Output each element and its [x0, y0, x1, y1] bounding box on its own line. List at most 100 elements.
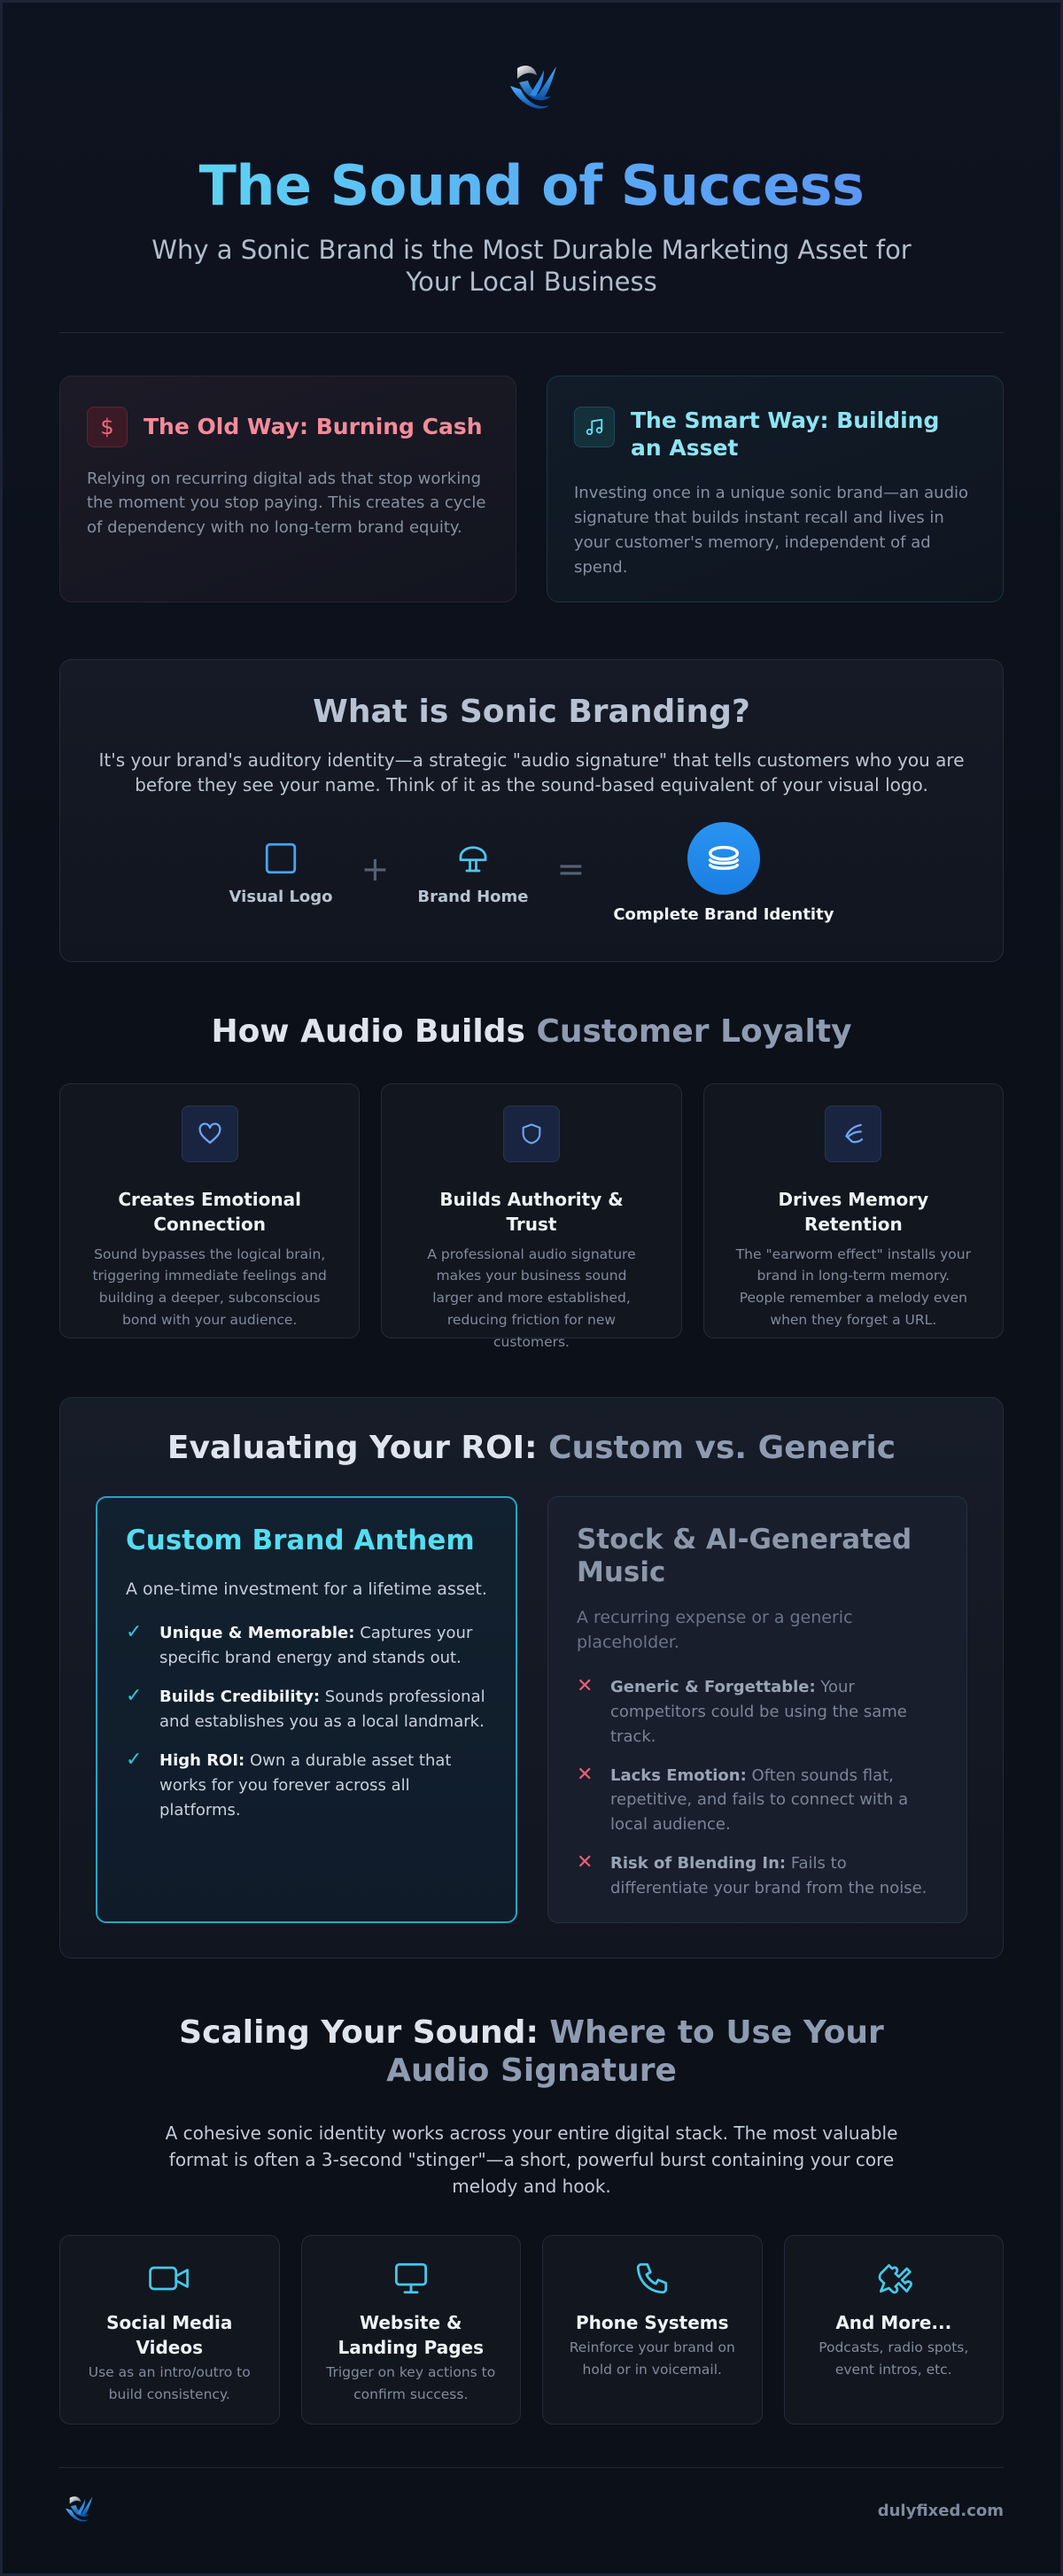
loyalty-title-part-a: How Audio Builds — [211, 1013, 525, 1050]
custom-anthem-card: Custom Brand Anthem A one-time investmen… — [96, 1495, 517, 1923]
equals-sign: = — [556, 850, 586, 888]
footer: dulyfixed.com — [59, 2493, 1004, 2530]
benefit-text: Own a durable asset that works for you f… — [159, 1750, 452, 1819]
roi-title: Evaluating Your ROI: Custom vs. Generic — [96, 1430, 967, 1466]
custom-anthem-title: Custom Brand Anthem — [126, 1524, 475, 1556]
brand-home-icon — [459, 845, 487, 872]
complete-brand-label: Complete Brand Identity — [613, 904, 834, 924]
square-icon — [265, 842, 297, 873]
scaling-title-part-b: Where to Use Your Audio Signature — [386, 2013, 884, 2089]
header-divider — [59, 331, 1004, 333]
benefit-label: High ROI: — [159, 1750, 245, 1770]
use-case-text: Reinforce your brand on hold or in voice… — [569, 2339, 735, 2378]
shield-icon — [502, 1105, 560, 1162]
header-logo — [59, 3, 1004, 123]
use-case-title: Social Media Videos — [106, 2311, 233, 2358]
list-item: ✕ Generic & Forgettable: Your competitor… — [577, 1675, 938, 1750]
loyalty-title-part-b: Customer Loyalty — [536, 1013, 852, 1050]
drawback-label: Lacks Emotion: — [610, 1765, 747, 1785]
use-case-text: Podcasts, radio spots, event intros, etc… — [819, 2339, 969, 2378]
check-icon: ✓ — [126, 1621, 143, 1644]
stock-drawbacks-list: ✕ Generic & Forgettable: Your competitor… — [577, 1675, 938, 1901]
check-icon: ✓ — [126, 1684, 143, 1707]
sonic-branding-title: What is Sonic Branding? — [313, 693, 750, 730]
list-item: ✓ Unique & Memorable: Captures your spec… — [126, 1621, 487, 1671]
custom-benefits-list: ✓ Unique & Memorable: Captures your spec… — [126, 1621, 487, 1822]
use-case-text: Trigger on key actions to confirm succes… — [326, 2363, 496, 2402]
drawback-label: Risk of Blending In: — [610, 1854, 787, 1874]
list-item: ✕ Risk of Blending In: Fails to differen… — [577, 1851, 938, 1901]
complete-brand-item: Complete Brand Identity — [613, 821, 834, 924]
stock-music-title: Stock & AI-Generated Music — [577, 1523, 912, 1588]
plus-sign: + — [361, 850, 390, 888]
benefit-label: Builds Credibility: — [159, 1687, 321, 1706]
benefit-text: Sounds professional and establishes you … — [159, 1687, 485, 1731]
cross-icon: ✕ — [577, 1851, 594, 1874]
brand-equation: Visual Logo + Brand Home = — [60, 821, 1003, 924]
stock-music-card: Stock & AI-Generated Music A recurring e… — [547, 1495, 967, 1923]
list-item: ✓ High ROI: Own a durable asset that wor… — [126, 1749, 487, 1823]
footer-divider — [59, 2466, 1004, 2468]
drawback-text: Your competitors could be using the same… — [610, 1677, 907, 1746]
loyalty-card-title: Drives Memory Retention — [778, 1188, 929, 1235]
roi-title-part-a: Evaluating Your ROI: — [167, 1429, 538, 1466]
use-case-card: Website & Landing Pages Trigger on key a… — [300, 2234, 521, 2425]
video-camera-icon — [60, 2259, 279, 2298]
visual-logo-label: Visual Logo — [229, 887, 333, 906]
loyalty-cards: Creates Emotional Connection Sound bypas… — [59, 1082, 1004, 1350]
use-case-text: Use as an intro/outro to build consisten… — [88, 2363, 251, 2402]
roi-section: Evaluating Your ROI: Custom vs. Generic … — [59, 1396, 1004, 1959]
dollar-icon: $ — [87, 406, 128, 447]
use-case-title: And More... — [835, 2311, 952, 2333]
old-way-title: The Old Way: Burning Cash — [144, 413, 483, 439]
loyalty-card: Creates Emotional Connection Sound bypas… — [59, 1082, 361, 1338]
loyalty-card-text: A professional audio signature makes you… — [427, 1245, 636, 1350]
list-item: ✕ Lacks Emotion: Often sounds flat, repe… — [577, 1764, 938, 1838]
use-case-cards: Social Media Videos Use as an intro/outr… — [59, 2234, 1004, 2425]
memory-icon — [825, 1105, 882, 1162]
sonic-branding-text: It's your brand's auditory identity—a st… — [98, 749, 965, 795]
list-item: ✓ Builds Credibility: Sounds professiona… — [126, 1685, 487, 1734]
visual-logo-item: Visual Logo — [229, 840, 333, 906]
scaling-text: A cohesive sonic identity works across y… — [165, 2122, 898, 2197]
loyalty-card-text: The "earworm effect" installs your brand… — [735, 1245, 971, 1328]
brand-home-item: Brand Home — [417, 840, 528, 906]
scaling-title: Scaling Your Sound: Where to Use Your Au… — [59, 2013, 1004, 2090]
drawback-label: Generic & Forgettable: — [610, 1677, 816, 1696]
old-way-card: $ The Old Way: Burning Cash Relying on r… — [59, 375, 516, 602]
page-subtitle: Why a Sonic Brand is the Most Durable Ma… — [151, 235, 912, 298]
music-note-icon — [574, 406, 615, 447]
stock-music-lead: A recurring expense or a generic placeho… — [577, 1607, 853, 1653]
puzzle-icon — [785, 2259, 1004, 2298]
scaling-title-part-a: Scaling Your Sound: — [179, 2013, 539, 2051]
phone-icon — [543, 2259, 762, 2298]
comparison-row: $ The Old Way: Burning Cash Relying on r… — [59, 375, 1004, 602]
roi-title-part-b: Custom vs. Generic — [548, 1429, 896, 1466]
sonic-branding-section: What is Sonic Branding? It's your brand'… — [59, 658, 1004, 962]
bird-wing-logo-icon — [66, 2496, 93, 2522]
page-title: The Sound of Success — [59, 153, 1004, 218]
cross-icon: ✕ — [577, 1674, 594, 1697]
loyalty-card-text: Sound bypasses the logical brain, trigge… — [92, 1245, 327, 1328]
loyalty-card: Builds Authority & Trust A professional … — [381, 1082, 682, 1350]
brand-home-label: Brand Home — [417, 887, 529, 906]
use-case-card: And More... Podcasts, radio spots, event… — [783, 2234, 1004, 2425]
loyalty-card: Drives Memory Retention The "earworm eff… — [702, 1082, 1004, 1338]
drawback-text: Often sounds flat, repetitive, and fails… — [610, 1765, 909, 1835]
custom-anthem-lead: A one-time investment for a lifetime ass… — [126, 1579, 487, 1599]
old-way-text: Relying on recurring digital ads that st… — [87, 469, 486, 538]
monitor-icon — [302, 2259, 521, 2298]
loyalty-card-title: Creates Emotional Connection — [118, 1188, 301, 1235]
use-case-title: Website & Landing Pages — [338, 2311, 485, 2358]
smart-way-text: Investing once in a unique sonic brand—a… — [574, 484, 969, 577]
loyalty-card-title: Builds Authority & Trust — [439, 1188, 624, 1235]
roi-comparison: Custom Brand Anthem A one-time investmen… — [96, 1495, 967, 1923]
brand-identity-icon — [687, 821, 760, 895]
smart-way-title: The Smart Way: Building an Asset — [631, 407, 940, 461]
footer-website-link[interactable]: dulyfixed.com — [877, 2502, 1004, 2521]
benefit-label: Unique & Memorable: — [159, 1624, 355, 1643]
use-case-card: Social Media Videos Use as an intro/outr… — [59, 2234, 280, 2425]
drawback-text: Fails to differentiate your brand from t… — [610, 1854, 927, 1898]
use-case-card: Phone Systems Reinforce your brand on ho… — [542, 2234, 763, 2425]
